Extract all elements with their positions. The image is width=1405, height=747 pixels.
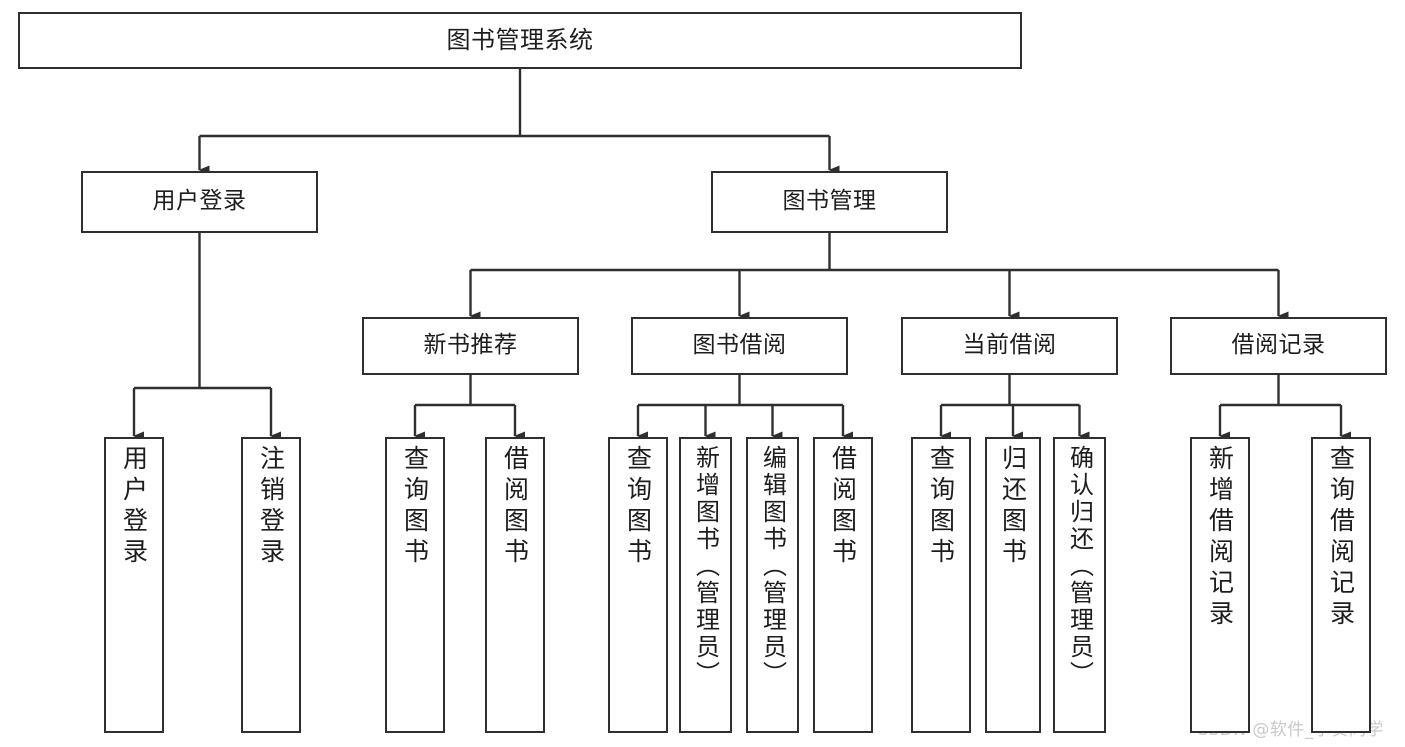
- node-user-login[interactable]: 用户登录: [81, 171, 318, 233]
- node-leaf-query-book-3[interactable]: 查询图书: [911, 437, 971, 733]
- node-label-leaf-confirm-return: 确认归还（管理员）: [1065, 445, 1094, 688]
- node-leaf-confirm-return[interactable]: 确认归还（管理员）: [1053, 437, 1106, 733]
- node-label-new-book-recommend: 新书推荐: [423, 332, 518, 359]
- node-root[interactable]: 图书管理系统: [18, 12, 1022, 69]
- node-label-book-manage: 图书管理: [782, 188, 877, 215]
- node-label-leaf-edit-book: 编辑图书（管理员）: [758, 445, 787, 688]
- node-label-leaf-query-book-3: 查询图书: [926, 445, 956, 569]
- node-label-leaf-add-record: 新增借阅记录: [1205, 445, 1235, 631]
- node-leaf-logout[interactable]: 注销登录: [241, 437, 301, 733]
- node-leaf-add-book[interactable]: 新增图书（管理员）: [679, 437, 732, 733]
- node-label-leaf-borrow-book-2: 借阅图书: [828, 445, 858, 569]
- node-leaf-borrow-book-2[interactable]: 借阅图书: [813, 437, 873, 733]
- node-book-manage[interactable]: 图书管理: [711, 171, 948, 233]
- node-label-user-login: 用户登录: [152, 188, 247, 215]
- node-leaf-query-book-2[interactable]: 查询图书: [608, 437, 668, 733]
- node-label-leaf-query-book-2: 查询图书: [623, 445, 653, 569]
- node-current-borrow[interactable]: 当前借阅: [901, 317, 1118, 375]
- node-label-leaf-logout: 注销登录: [256, 445, 286, 569]
- node-new-book-recommend[interactable]: 新书推荐: [362, 317, 579, 375]
- node-leaf-query-book-1[interactable]: 查询图书: [385, 437, 445, 733]
- node-label-leaf-user-login: 用户登录: [119, 445, 149, 569]
- node-label-borrow-record: 借阅记录: [1231, 332, 1326, 359]
- node-leaf-return-book[interactable]: 归还图书: [985, 437, 1041, 733]
- node-leaf-borrow-book-1[interactable]: 借阅图书: [485, 437, 545, 733]
- node-label-root: 图书管理系统: [446, 26, 594, 55]
- node-borrow-record[interactable]: 借阅记录: [1170, 317, 1387, 375]
- node-leaf-user-login[interactable]: 用户登录: [104, 437, 164, 733]
- node-label-leaf-query-book-1: 查询图书: [400, 445, 430, 569]
- node-label-leaf-return-book: 归还图书: [998, 445, 1028, 569]
- node-leaf-add-record[interactable]: 新增借阅记录: [1190, 437, 1250, 733]
- node-label-leaf-borrow-book-1: 借阅图书: [500, 445, 530, 569]
- node-book-borrow[interactable]: 图书借阅: [631, 317, 848, 375]
- node-leaf-query-record[interactable]: 查询借阅记录: [1311, 437, 1371, 733]
- node-label-leaf-add-book: 新增图书（管理员）: [691, 445, 720, 688]
- node-label-leaf-query-record: 查询借阅记录: [1326, 445, 1356, 631]
- node-leaf-edit-book[interactable]: 编辑图书（管理员）: [746, 437, 799, 733]
- node-label-current-borrow: 当前借阅: [962, 332, 1057, 359]
- node-label-book-borrow: 图书借阅: [692, 332, 787, 359]
